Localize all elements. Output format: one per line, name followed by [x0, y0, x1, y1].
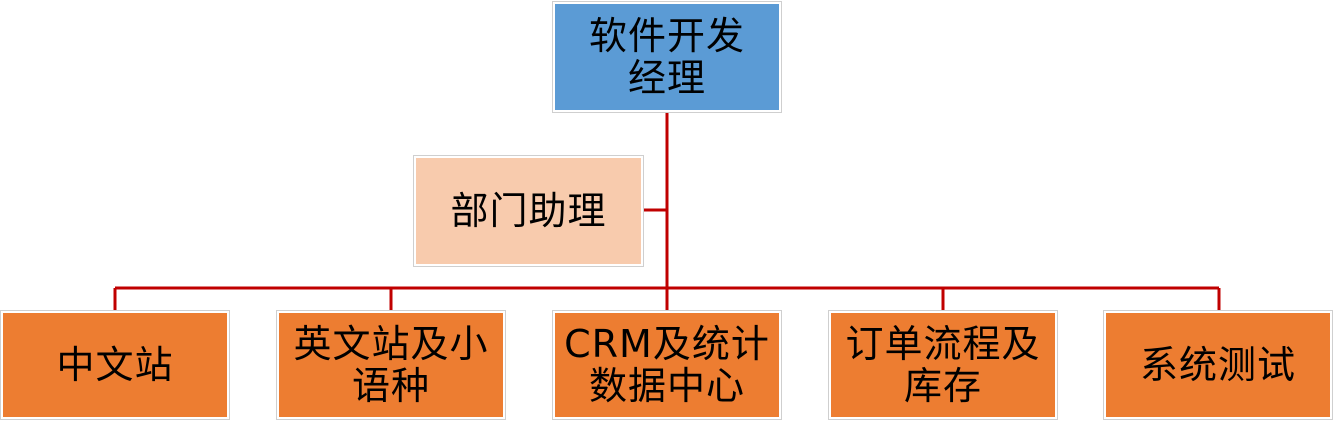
team-label: 系统测试	[1139, 343, 1296, 387]
team-node-chinese-site: 中文站	[1, 311, 229, 419]
assistant-node: 部门助理	[414, 156, 643, 266]
assistant-label: 部门助理	[450, 189, 607, 233]
team-node-english-site: 英文站及小语种	[277, 311, 505, 419]
team-label: 订单流程及库存	[845, 322, 1041, 408]
team-node-system-testing: 系统测试	[1104, 311, 1332, 419]
team-node-crm-data-center: CRM及统计数据中心	[553, 311, 781, 419]
team-label: 中文站	[56, 343, 174, 387]
manager-node: 软件开发经理	[553, 2, 781, 112]
team-label: CRM及统计数据中心	[564, 322, 770, 408]
manager-label: 软件开发经理	[588, 14, 745, 100]
team-label: 英文站及小语种	[293, 322, 489, 408]
team-node-order-inventory: 订单流程及库存	[829, 311, 1057, 419]
